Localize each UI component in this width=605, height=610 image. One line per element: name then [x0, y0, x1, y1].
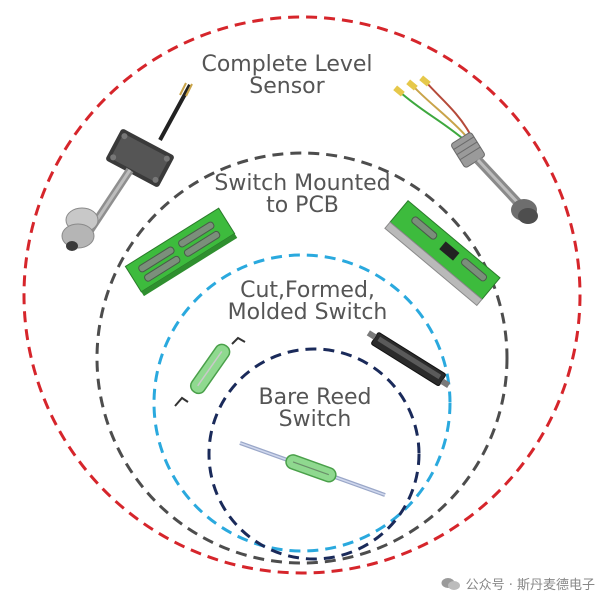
label-line: Cut,Formed,: [240, 278, 375, 303]
outer-circle-complete-sensor: [22, 15, 582, 575]
level-sensor-flange-image: [61, 82, 193, 251]
circle-molded-switch: [152, 253, 452, 553]
level-label-bare-reed: Bare Reed Switch: [220, 387, 410, 431]
level-label-molded-switch: Cut,Formed, Molded Switch: [200, 280, 415, 324]
molded-switch-black-image: [366, 330, 451, 388]
label-line: Complete Level: [201, 52, 373, 77]
label-line: Molded Switch: [227, 300, 388, 325]
label-line: Switch: [278, 407, 352, 432]
label-line: Switch Mounted: [214, 171, 391, 196]
watermark-text: 公众号 · 斯丹麦德电子: [465, 578, 595, 593]
label-line: Sensor: [249, 74, 325, 99]
wechat-icon: [441, 577, 460, 590]
circle-switch-on-pcb: [95, 151, 509, 565]
bare-reed-switch-image: [239, 441, 386, 497]
label-line: to PCB: [266, 193, 339, 218]
formed-glass-switch-image: [174, 336, 246, 407]
level-sensor-threaded-image: [393, 75, 538, 224]
inner-circle-bare-reed: [207, 347, 421, 561]
watermark: 公众号 · 斯丹麦德电子: [441, 574, 595, 593]
level-label-complete-sensor: Complete Level Sensor: [182, 54, 392, 98]
pcb-board-left-image: [124, 207, 238, 297]
label-line: Bare Reed: [258, 385, 372, 410]
level-label-switch-on-pcb: Switch Mounted to PCB: [195, 173, 410, 217]
pcb-board-right-image: [384, 200, 501, 307]
